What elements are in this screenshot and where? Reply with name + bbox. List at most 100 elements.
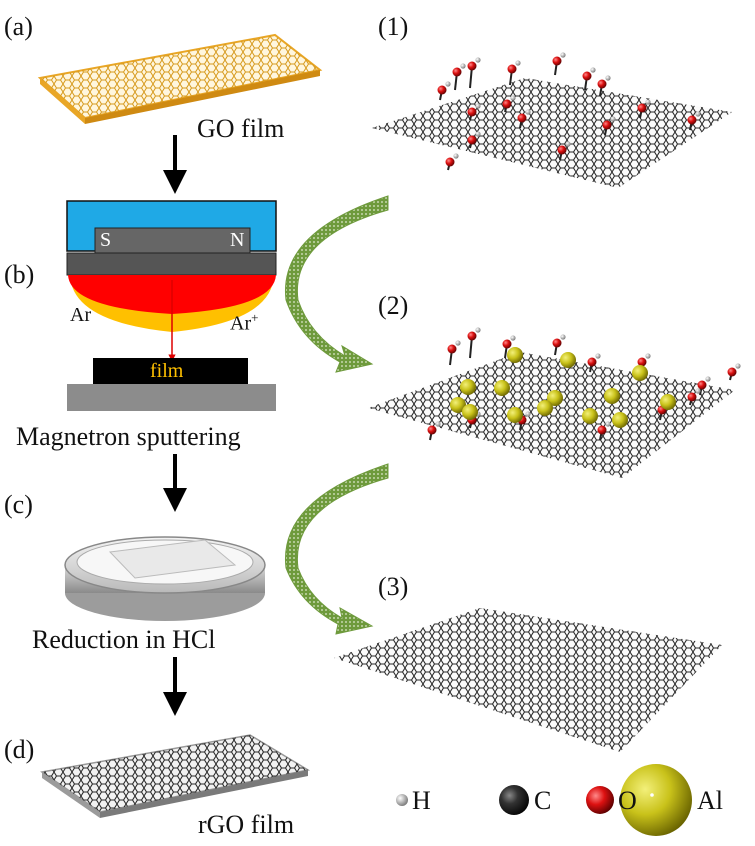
caption-go-film: GO film	[197, 114, 285, 143]
group2-5-oxygen	[637, 357, 647, 367]
group1-1-oxygen	[467, 61, 477, 71]
legend-c-sphere	[499, 785, 529, 815]
green-arrow-2-to-3	[284, 463, 389, 635]
al-atom-0	[507, 347, 523, 363]
graphene-oxide-al-sheet-2	[368, 352, 735, 478]
group2-7-hydrogen	[735, 363, 741, 369]
group1-12-hydrogen	[695, 111, 701, 117]
legend-o-label: O	[618, 786, 637, 815]
ar-label: Ar	[70, 304, 92, 326]
group1-5-hydrogen	[605, 75, 611, 81]
group1-8-hydrogen	[525, 109, 531, 115]
al-atom-9	[537, 400, 553, 416]
legend-al-label: Al	[697, 786, 723, 815]
group1-1-hydrogen	[475, 57, 481, 63]
group2-0-hydrogen	[455, 340, 461, 346]
group1-12-oxygen	[687, 115, 697, 125]
group2-8-hydrogen	[435, 421, 441, 427]
group1-13-oxygen	[445, 157, 455, 167]
al-atom-4	[547, 390, 563, 406]
magnet-s-pole-label: S	[100, 229, 112, 251]
al-atom-11	[507, 407, 523, 423]
group1-15-hydrogen	[510, 95, 516, 101]
al-atom-1	[560, 352, 576, 368]
al-atom-6	[660, 394, 676, 410]
al-atom-2	[460, 379, 476, 395]
panel-label-b: (b)	[4, 260, 35, 289]
group1-10-hydrogen	[610, 116, 616, 122]
group2-11-oxygen	[597, 425, 607, 435]
panel-label-3: (3)	[378, 572, 409, 601]
ar-plus-text: Ar	[230, 312, 252, 335]
group2-1-hydrogen	[475, 327, 481, 333]
group1-13-hydrogen	[453, 153, 459, 159]
group2-13-oxygen	[687, 392, 697, 402]
group2-10-hydrogen	[525, 411, 531, 417]
glass-dish	[64, 536, 266, 621]
ar-plus-label: Ar+	[230, 311, 258, 334]
al-atom-13	[632, 365, 648, 381]
legend-o-sphere	[586, 786, 614, 814]
group2-7-oxygen	[727, 367, 737, 377]
group1-7-hydrogen	[475, 103, 481, 109]
group1-11-hydrogen	[645, 99, 651, 105]
al-atom-3	[494, 380, 510, 396]
film-label: film	[150, 360, 184, 382]
group2-8-oxygen	[427, 425, 437, 435]
group1-10-oxygen	[602, 120, 612, 130]
legend-al-sphere	[620, 764, 692, 836]
legend-h-sphere	[396, 794, 408, 806]
ar-plus-sup: +	[251, 310, 259, 325]
panel-label-a: (a)	[4, 12, 33, 41]
group2-6-oxygen	[697, 380, 707, 390]
al-atom-5	[604, 388, 620, 404]
group1-9-oxygen	[557, 145, 567, 155]
group2-3-oxygen	[552, 338, 562, 348]
group2-3-hydrogen	[560, 334, 566, 340]
green-arrow-1-to-2	[284, 195, 389, 373]
group2-2-oxygen	[502, 339, 512, 349]
group1-9-hydrogen	[565, 141, 571, 147]
magnetron-apparatus	[66, 200, 277, 411]
group1-7-oxygen	[467, 107, 477, 117]
caption-rgo-film: rGO film	[198, 810, 295, 839]
group2-2-hydrogen	[510, 335, 516, 341]
group2-11-hydrogen	[605, 421, 611, 427]
group2-1-oxygen	[467, 331, 477, 341]
magnet-n-pole-label: N	[230, 229, 245, 251]
caption-reduction-in-hcl: Reduction in HCl	[32, 625, 216, 654]
al-atom-12	[612, 412, 628, 428]
group1-0-oxygen	[452, 67, 462, 77]
group1-8-oxygen	[517, 113, 527, 123]
go-film-sheet	[37, 33, 323, 124]
rgo-film-sheet	[40, 734, 311, 818]
al-atom-10	[582, 408, 598, 424]
legend-h-label: H	[412, 786, 431, 815]
panel-label-2: (2)	[378, 291, 409, 320]
group1-14-hydrogen	[475, 131, 481, 137]
reduced-graphene-sheet-3	[334, 608, 722, 752]
group2-5-hydrogen	[645, 353, 651, 359]
panel-label-1: (1)	[378, 12, 409, 41]
group1-11-oxygen	[637, 103, 647, 113]
group1-4-hydrogen	[590, 67, 596, 73]
group2-6-hydrogen	[705, 376, 711, 382]
panel-label-c: (c)	[4, 490, 33, 519]
group1-15-oxygen	[502, 99, 512, 109]
group1-6-hydrogen	[445, 81, 451, 87]
legend-c-label: C	[534, 786, 552, 815]
group1-3-oxygen	[552, 56, 562, 66]
functional-groups-2	[427, 327, 741, 441]
graphene-oxide-sheet-1	[372, 78, 732, 188]
group1-6-oxygen	[437, 85, 447, 95]
group1-14-oxygen	[467, 135, 477, 145]
group2-4-hydrogen	[595, 353, 601, 359]
panel-label-d: (d)	[4, 735, 35, 764]
functional-groups-1	[437, 52, 701, 171]
al-atom-7	[450, 397, 466, 413]
group2-13-hydrogen	[695, 388, 701, 394]
group1-5-oxygen	[597, 79, 607, 89]
group2-0-oxygen	[447, 344, 457, 354]
al-atom-8	[462, 404, 478, 420]
